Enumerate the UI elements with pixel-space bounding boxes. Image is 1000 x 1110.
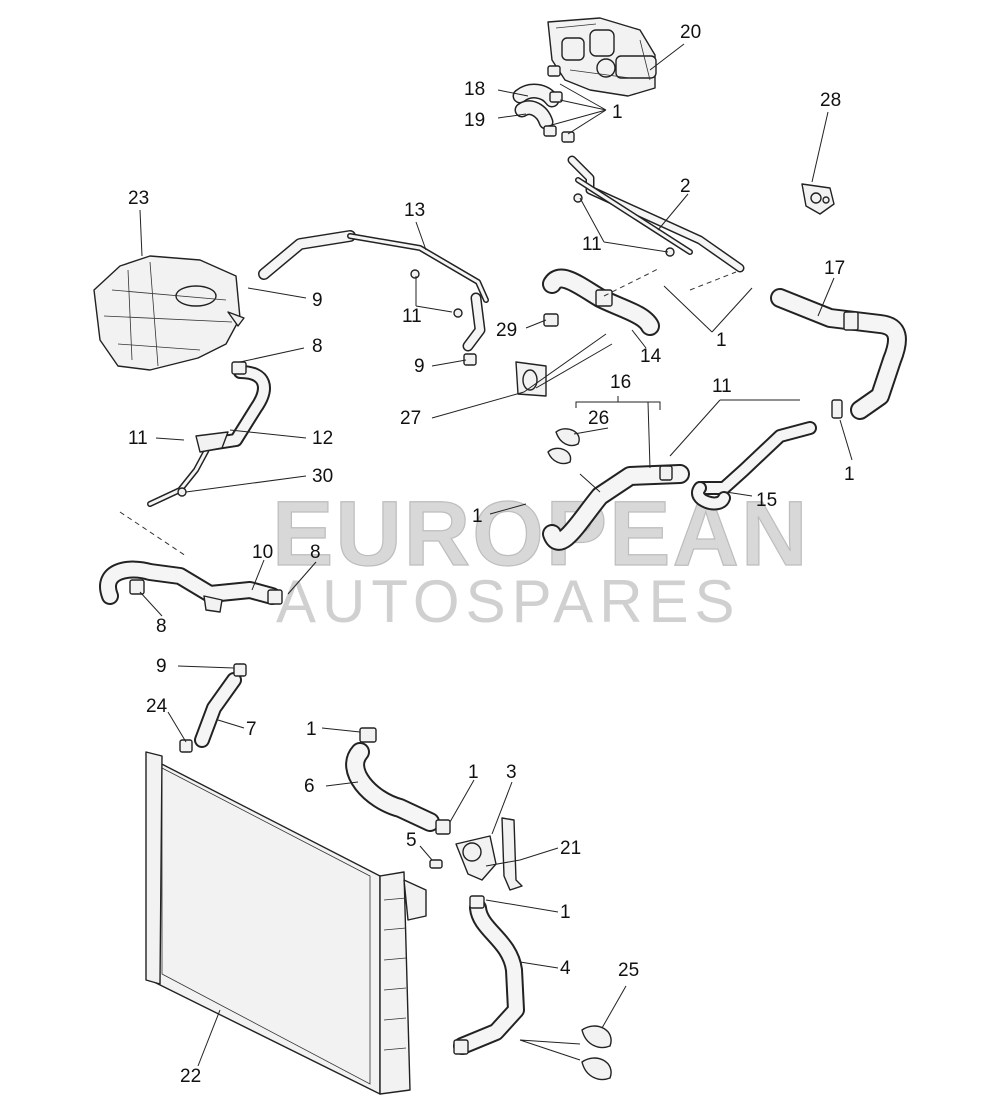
part-13-hose bbox=[258, 230, 489, 366]
part-22-radiator bbox=[145, 751, 427, 1095]
callout-2: 2 bbox=[680, 176, 691, 197]
part-12-pipe bbox=[147, 361, 271, 507]
callout-1-d: 1 bbox=[472, 506, 483, 527]
callout-6: 6 bbox=[304, 776, 315, 797]
callout-21: 21 bbox=[560, 838, 581, 859]
callout-9-b: 9 bbox=[414, 356, 425, 377]
watermark: EUROPEAN AUTOSPARES bbox=[271, 482, 808, 635]
part-28-grommet bbox=[801, 183, 835, 215]
callout-10: 10 bbox=[252, 542, 273, 563]
callout-3: 3 bbox=[506, 762, 517, 783]
callout-8-c: 8 bbox=[156, 616, 167, 637]
callout-14: 14 bbox=[640, 346, 662, 367]
callout-28: 28 bbox=[820, 90, 841, 111]
callout-11-a: 11 bbox=[582, 234, 602, 255]
callout-8-a: 8 bbox=[312, 336, 323, 357]
callout-24: 24 bbox=[146, 696, 168, 717]
part-18-19-hoses bbox=[512, 65, 575, 143]
callout-labels: 20 18 19 1 28 2 23 13 11 17 9 11 29 14 1… bbox=[128, 22, 855, 1087]
callout-9-c: 9 bbox=[156, 656, 167, 677]
callout-9-a: 9 bbox=[312, 290, 323, 311]
part-4-hose bbox=[453, 895, 525, 1055]
part-26-clips bbox=[547, 428, 580, 465]
part-23-expansion-tank bbox=[93, 255, 245, 371]
callout-1-e: 1 bbox=[306, 719, 317, 740]
callout-22: 22 bbox=[180, 1066, 201, 1087]
part-10-hose bbox=[99, 560, 283, 613]
part-25-clips bbox=[581, 1025, 612, 1081]
leader-lines bbox=[139, 43, 853, 1067]
watermark-line2: AUTOSPARES bbox=[276, 568, 741, 635]
callout-27: 27 bbox=[400, 408, 421, 429]
part-20-valve-block bbox=[547, 17, 657, 97]
part-6-hose bbox=[345, 727, 451, 835]
callout-30: 30 bbox=[312, 466, 333, 487]
part-14-hose bbox=[542, 268, 660, 336]
callout-13: 13 bbox=[404, 200, 425, 221]
callout-5: 5 bbox=[406, 830, 417, 851]
callout-25: 25 bbox=[618, 960, 639, 981]
callout-11-d: 11 bbox=[128, 428, 148, 449]
part-15-hose bbox=[690, 399, 843, 511]
callout-1-top: 1 bbox=[612, 102, 623, 123]
callout-15: 15 bbox=[756, 490, 777, 511]
callout-16: 16 bbox=[610, 372, 631, 393]
callout-12: 12 bbox=[312, 428, 333, 449]
callout-18: 18 bbox=[464, 79, 485, 100]
callout-20: 20 bbox=[680, 22, 701, 43]
part-17-hose bbox=[770, 288, 907, 420]
callout-17: 17 bbox=[824, 258, 845, 279]
callout-1-c: 1 bbox=[844, 464, 855, 485]
part-27-grommet bbox=[515, 361, 547, 397]
part-2-pipe bbox=[567, 155, 745, 273]
part-7-hose bbox=[179, 663, 247, 753]
callout-7: 7 bbox=[246, 719, 257, 740]
callout-19: 19 bbox=[464, 110, 485, 131]
callout-23: 23 bbox=[128, 188, 149, 209]
part-16-hose bbox=[542, 464, 690, 551]
connection-dashes bbox=[119, 267, 737, 557]
callout-8-b: 8 bbox=[310, 542, 321, 563]
callout-11-b: 11 bbox=[402, 306, 422, 327]
callout-29: 29 bbox=[496, 320, 517, 341]
callout-1-b: 1 bbox=[716, 330, 727, 351]
callout-1-g: 1 bbox=[560, 902, 571, 923]
part-3-water-pump bbox=[429, 817, 523, 891]
callout-26: 26 bbox=[588, 408, 609, 429]
callout-11-c: 11 bbox=[712, 376, 732, 397]
callout-1-f: 1 bbox=[468, 762, 479, 783]
callout-4: 4 bbox=[560, 958, 571, 979]
